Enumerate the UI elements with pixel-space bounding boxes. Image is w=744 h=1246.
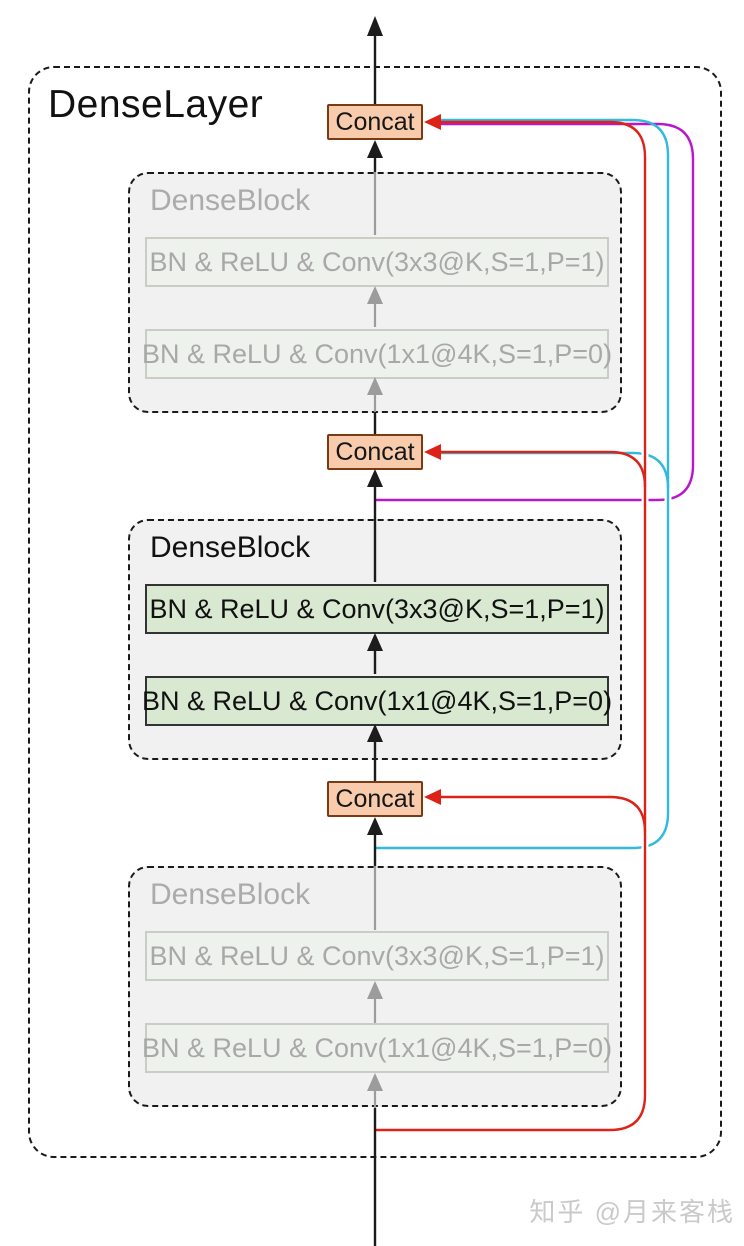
concat-node-top: Concat <box>327 104 423 140</box>
dense-block-title: DenseBlock <box>150 184 311 217</box>
concat-node-middle: Concat <box>327 434 423 470</box>
dense-block-title: DenseBlock <box>150 531 311 564</box>
conv1x1-box: BN & ReLU & Conv(1x1@4K,S=1,P=0) <box>142 676 612 726</box>
concat-node-bottom: Concat <box>327 781 423 817</box>
conv1x1-box: BN & ReLU & Conv(1x1@4K,S=1,P=0) <box>142 329 612 379</box>
watermark: 知乎 @月来客栈 <box>529 1197 735 1227</box>
conv1x1-box: BN & ReLU & Conv(1x1@4K,S=1,P=0) <box>142 1023 612 1073</box>
conv3x3-box: BN & ReLU & Conv(3x3@K,S=1,P=1) <box>145 237 609 287</box>
diagram-title: DenseLayer <box>48 83 264 126</box>
dense-block-middle: DenseBlock BN & ReLU & Conv(3x3@K,S=1,P=… <box>128 519 622 760</box>
dense-block-title: DenseBlock <box>150 878 311 911</box>
conv3x3-box: BN & ReLU & Conv(3x3@K,S=1,P=1) <box>145 931 609 981</box>
dense-block-bottom: DenseBlock BN & ReLU & Conv(3x3@K,S=1,P=… <box>128 866 622 1107</box>
output-arrowhead <box>367 16 383 36</box>
conv3x3-box: BN & ReLU & Conv(3x3@K,S=1,P=1) <box>145 584 609 634</box>
dense-block-top: DenseBlock BN & ReLU & Conv(3x3@K,S=1,P=… <box>128 172 622 413</box>
